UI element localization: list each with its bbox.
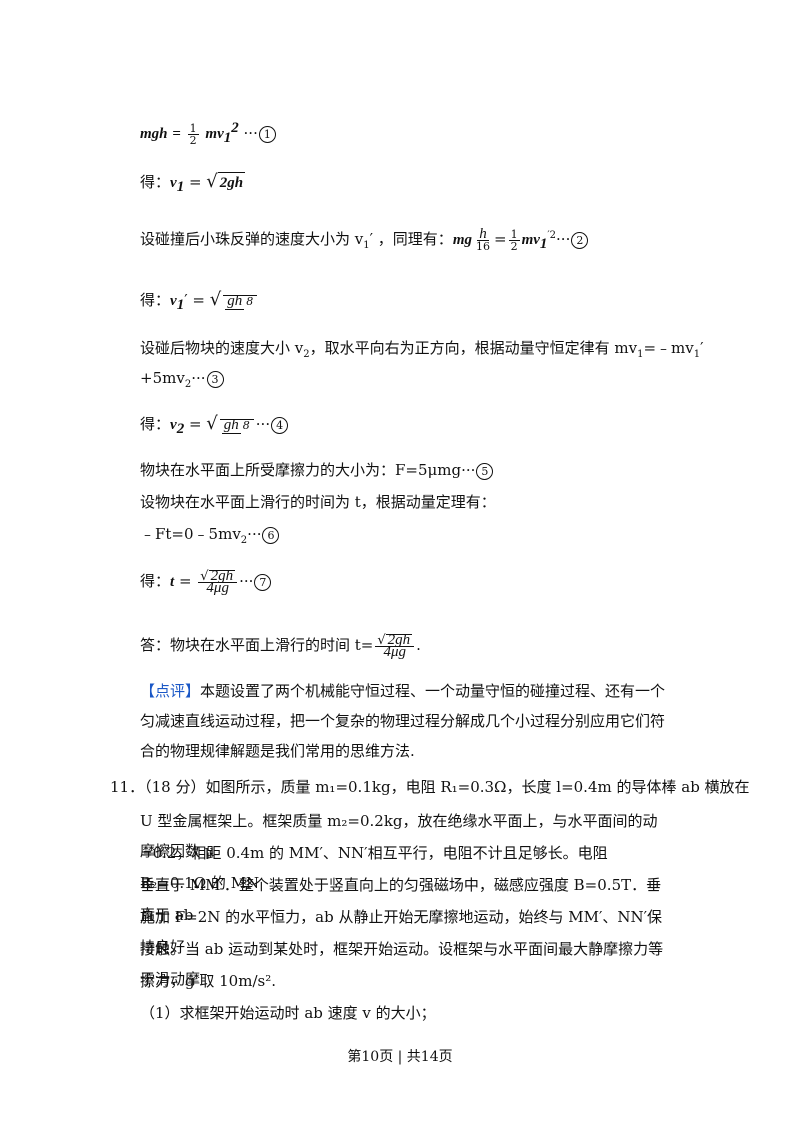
momentum-line-a: 设碰后物块的速度大小 v2，取水平向右为正方向，根据动量守恒定律有 mv1=﹣m… <box>140 339 704 360</box>
circled-number: 7 <box>254 573 272 591</box>
q11-line-7: 擦力，g 取 10m/s². <box>140 972 276 990</box>
comment-paragraph: 【点评】本题设置了两个机械能守恒过程、一个动量守恒的碰撞过程、还有一个匀减速直线… <box>140 682 666 760</box>
result-1: 得：v1 = √2gh <box>140 171 246 195</box>
circled-number: 3 <box>206 370 224 388</box>
circled-number: 2 <box>571 231 589 249</box>
circled-number: 6 <box>262 526 280 544</box>
q11-line-6: 接触。当 ab 运动到某处时，框架开始运动。设框架与水平面间最大静摩擦力等于滑动… <box>140 940 664 988</box>
q11-line-5: 施加 F=2N 的水平恒力，ab 从静止开始无摩擦地运动，始终与 MM′、NN′… <box>140 908 663 956</box>
q11-line-4: 垂直于 MM′．整个装置处于竖直向上的匀强磁场中，磁感应强度 B=0.5T．垂直… <box>140 876 662 924</box>
q11-line-1: 11．（18 分）如图所示，质量 m₁=0.1kg，电阻 R₁=0.3Ω，长度 … <box>110 778 750 796</box>
friction-line: 物块在水平面上所受摩擦力的大小为：F=5μmg···5 <box>140 460 494 480</box>
momentum-line-b: +5mv2···3 <box>140 368 224 395</box>
impulse-line: ﹣Ft=0﹣5mv2···6 <box>140 524 280 551</box>
circled-number: 1 <box>258 125 276 143</box>
q11-line-2: U 型金属框架上。框架质量 m₂=0.2kg，放在绝缘水平面上，与水平面间的动摩… <box>140 812 658 860</box>
q11-sub-1: （1）求框架开始运动时 ab 速度 v 的大小； <box>140 1004 436 1022</box>
q11-line-3: =0.2，相距 0.4m 的 MM′、NN′相互平行，电阻不计且足够长。电阻 R… <box>140 844 608 892</box>
circled-number: 5 <box>476 462 494 480</box>
time-line: 设物块在水平面上滑行的时间为 t，根据动量定理有： <box>140 493 496 511</box>
page-footer: 第10页 | 共14页 <box>347 1049 453 1065</box>
comment-tag: 【点评】 <box>140 682 201 700</box>
circled-number: 4 <box>271 416 289 434</box>
